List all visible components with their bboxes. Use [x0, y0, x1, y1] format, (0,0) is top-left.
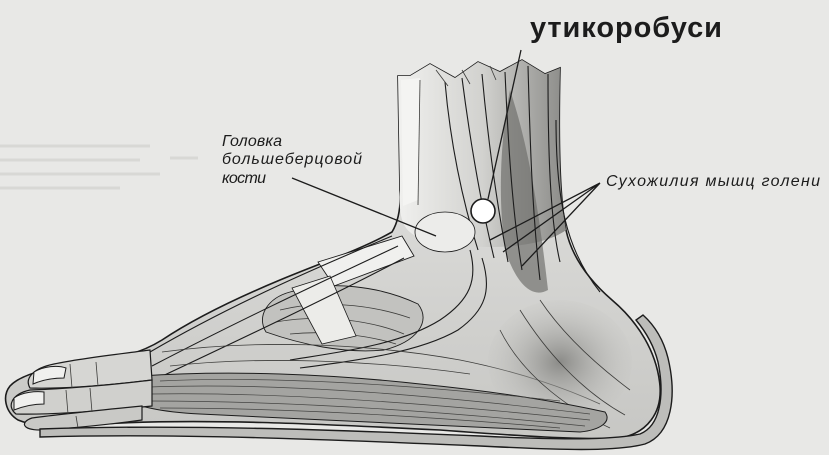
- top-label: утикоробуси: [530, 12, 722, 44]
- leg-tendons-label: Сухожилия мышц голени: [606, 173, 820, 190]
- tibia-anterior-edge: [401, 78, 420, 206]
- tibia-head-label-line-2: большеберцовой: [222, 151, 362, 168]
- tibia-head-label-line-3: кости: [222, 170, 266, 187]
- point-marker: [471, 199, 495, 223]
- tibia-head-bump: [415, 212, 475, 252]
- tibia-head-label-line-1: Головка: [222, 133, 282, 150]
